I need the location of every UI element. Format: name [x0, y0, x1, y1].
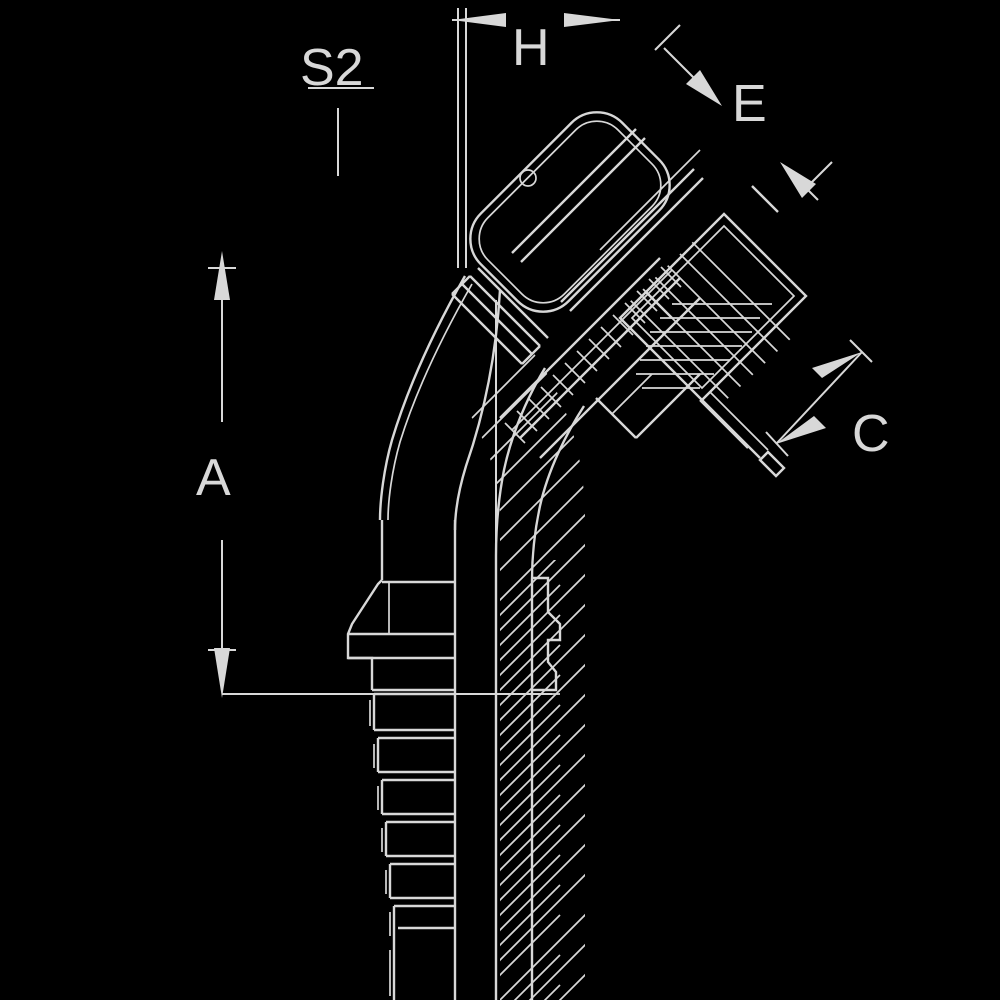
dimension-c [765, 339, 873, 457]
ferrule-shoulder-right [531, 576, 562, 695]
label-s2: S2 [300, 39, 364, 97]
label-h: H [512, 19, 550, 77]
label-e: E [732, 75, 767, 133]
elbow-outer-curve [378, 275, 473, 521]
label-a: A [196, 449, 231, 507]
dimension-s2 [308, 87, 374, 176]
flange-neck [511, 128, 704, 312]
label-c: C [852, 405, 890, 463]
hose-barb [369, 692, 457, 1000]
elbow-section-wall [469, 289, 586, 1000]
dimension-h [452, 8, 620, 268]
ferrule-collar [346, 520, 457, 694]
dimension-a [208, 251, 552, 698]
junction-details [595, 373, 786, 478]
elbow-inner-curve-left [453, 289, 502, 531]
part-geometry [346, 111, 808, 1000]
threaded-shank [499, 257, 701, 459]
stem-section-hatch [500, 560, 561, 1000]
dimension-e [654, 24, 833, 201]
